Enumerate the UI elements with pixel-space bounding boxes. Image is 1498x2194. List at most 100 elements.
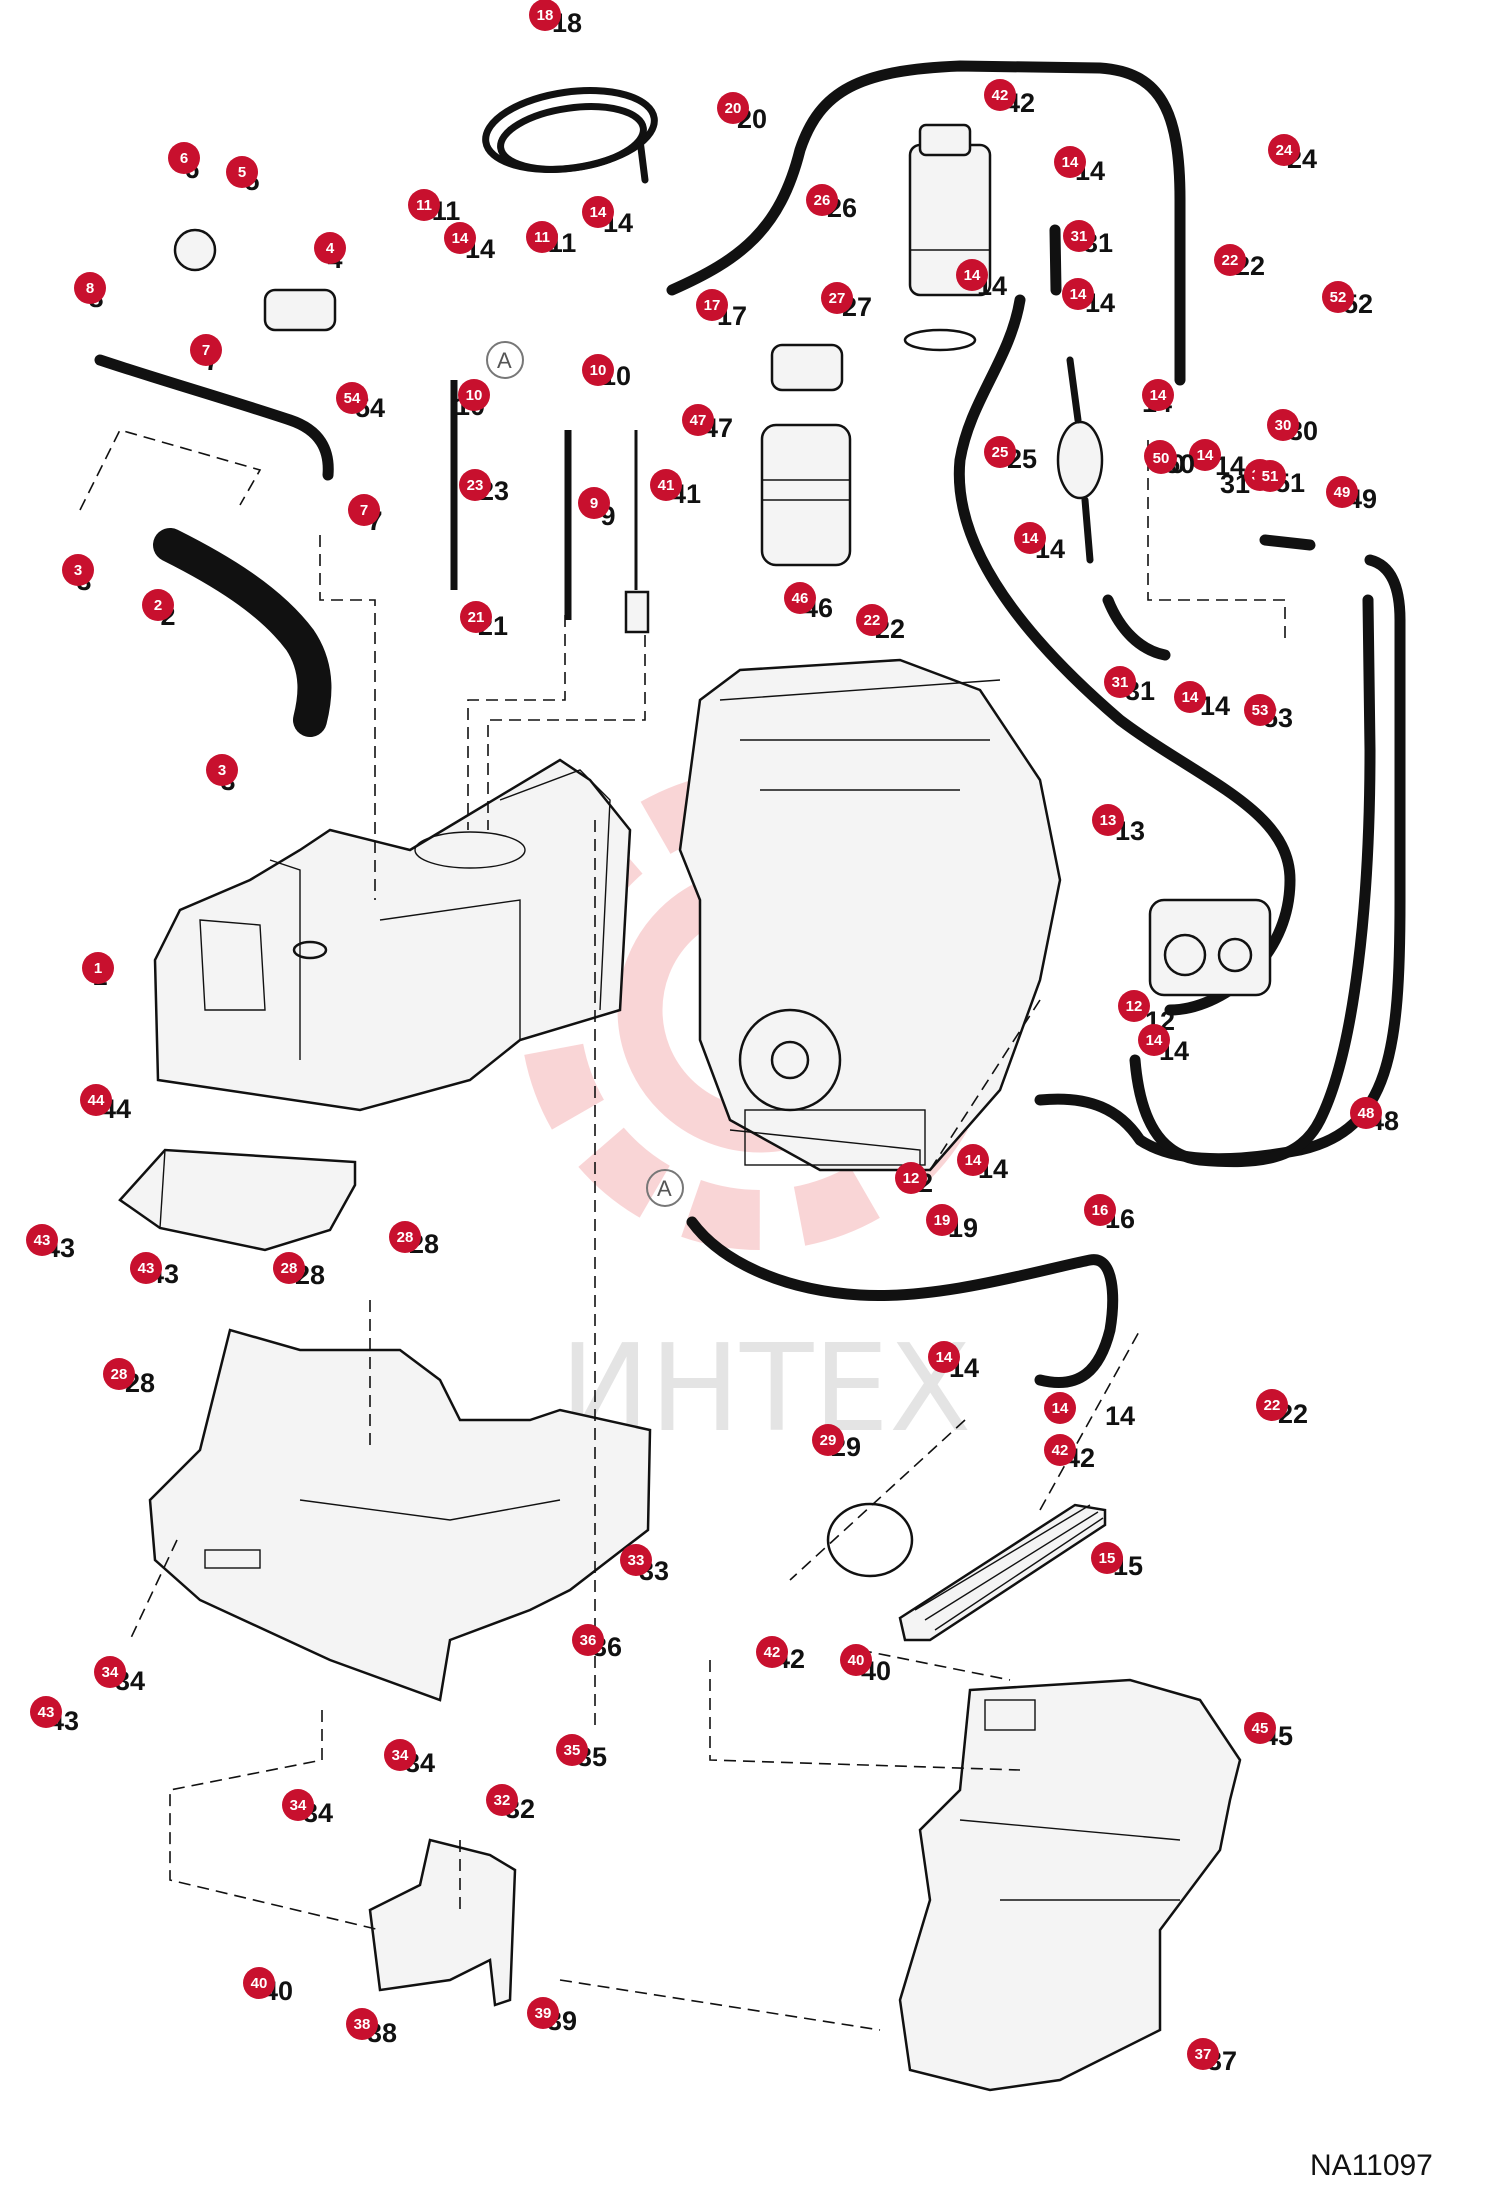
adapter-4 — [263, 288, 337, 332]
callout-bubble — [1254, 460, 1286, 492]
callout-bubble-number: 19 — [934, 1212, 951, 1229]
callout-bubble-number: 48 — [1358, 1105, 1375, 1122]
callout-bubble — [1118, 990, 1150, 1022]
callout-bubble — [856, 604, 888, 636]
callout-bubble-number: 53 — [1252, 702, 1269, 719]
callout-bubble — [1244, 1712, 1276, 1744]
drawing-code: NA11097 — [1310, 2149, 1433, 2182]
callout-bubble-number: 14 — [1197, 447, 1214, 464]
callout-bubble — [346, 2008, 378, 2040]
callout-bubble-number: 14 — [1052, 1400, 1069, 1417]
callout-bubble-number: 43 — [138, 1260, 155, 1277]
callout-bubble — [80, 1084, 112, 1116]
callout-bubble-number: 5 — [238, 164, 246, 181]
callout-bubble — [784, 582, 816, 614]
callout-bubble — [243, 1967, 275, 1999]
callout-bubble-number: 46 — [792, 590, 809, 607]
callout-bubble — [282, 1789, 314, 1821]
callout-bubble — [1145, 442, 1177, 474]
hose-51 — [1259, 534, 1316, 551]
callout-bubble-number: 14 — [1182, 689, 1199, 706]
callout-bubble — [1104, 666, 1136, 698]
primer-bulb-25 — [1056, 356, 1104, 564]
callout-label: 14 — [1105, 1401, 1135, 1431]
dashed-leaders — [79, 429, 1286, 2031]
callout-bubble-number: 22 — [1222, 252, 1239, 269]
clamp-27 — [903, 328, 977, 352]
callout-bubble — [94, 1656, 126, 1688]
callout-8: 88 — [74, 272, 106, 313]
callout-bubble — [1014, 522, 1046, 554]
callout-bubble — [1268, 134, 1300, 166]
callout-bubble-number: 37 — [1195, 2046, 1212, 2063]
callout-bubble-number: 29 — [820, 1432, 837, 1449]
callout-bubble-number: 40 — [251, 1975, 268, 1992]
callout-bubble-number: 40 — [848, 1652, 865, 1669]
callout-bubble-number: 22 — [1264, 1397, 1281, 1414]
callout-bubble-number: 4 — [326, 240, 335, 257]
callout-bubble-number: 14 — [1022, 530, 1039, 547]
callouts: 1122333344556677778899101010101111111112… — [26, 0, 1399, 2076]
filler-neck-2 — [153, 528, 332, 737]
callout-bubble — [1062, 278, 1094, 310]
callout-bubble-number: 22 — [864, 612, 881, 629]
callout-bubble-number: 42 — [764, 1644, 781, 1661]
callout-bubble-number: 12 — [903, 1170, 920, 1187]
callout-bubble-number: 14 — [1070, 286, 1087, 303]
callout-bubble — [348, 494, 380, 526]
callout-bubble-number: 15 — [1099, 1550, 1116, 1567]
callout-bubble — [1092, 804, 1124, 836]
callout-bubble — [1326, 476, 1358, 508]
hose-48 — [1034, 554, 1406, 1165]
callout-bubble-number: 14 — [590, 204, 607, 221]
callout-bubble — [650, 469, 682, 501]
tank-shield-33 — [148, 1328, 652, 1702]
callout-bubble — [984, 436, 1016, 468]
callout-bubble — [62, 554, 94, 586]
svg-text:A: A — [497, 348, 512, 373]
callout-bubble — [1174, 681, 1206, 713]
callout-bubble — [1350, 1097, 1382, 1129]
callout-bubble — [806, 184, 838, 216]
callout-bubble-number: 20 — [725, 100, 742, 117]
callout-bubble — [458, 379, 490, 411]
callout-bubble-number: 14 — [964, 267, 981, 284]
callout-bubble-number: 9 — [590, 495, 598, 512]
callout-bubble — [1044, 1434, 1076, 1466]
callout-bubble-number: 50 — [1153, 450, 1170, 467]
callout-bubble-number: 28 — [111, 1366, 128, 1383]
callout-bubble-number: 27 — [829, 290, 846, 307]
callout-bubble — [756, 1636, 788, 1668]
callout-bubble-number: 44 — [88, 1092, 105, 1109]
callout-bubble-number: 10 — [590, 362, 607, 379]
callout-bubble-number: 21 — [468, 609, 485, 626]
reference-marker-a-bottom: A — [646, 1169, 684, 1207]
callout-bubble-number: 14 — [936, 1349, 953, 1366]
callout-bubble — [74, 272, 106, 304]
callout-bubble — [696, 289, 728, 321]
callout-bubble-number: 41 — [658, 477, 675, 494]
callout-bubble — [1322, 281, 1354, 313]
callout-3: 33 — [62, 554, 94, 596]
callout-bubble — [1138, 1024, 1170, 1056]
callout-bubble — [926, 1204, 958, 1236]
callout-bubble-number: 31 — [1112, 674, 1129, 691]
